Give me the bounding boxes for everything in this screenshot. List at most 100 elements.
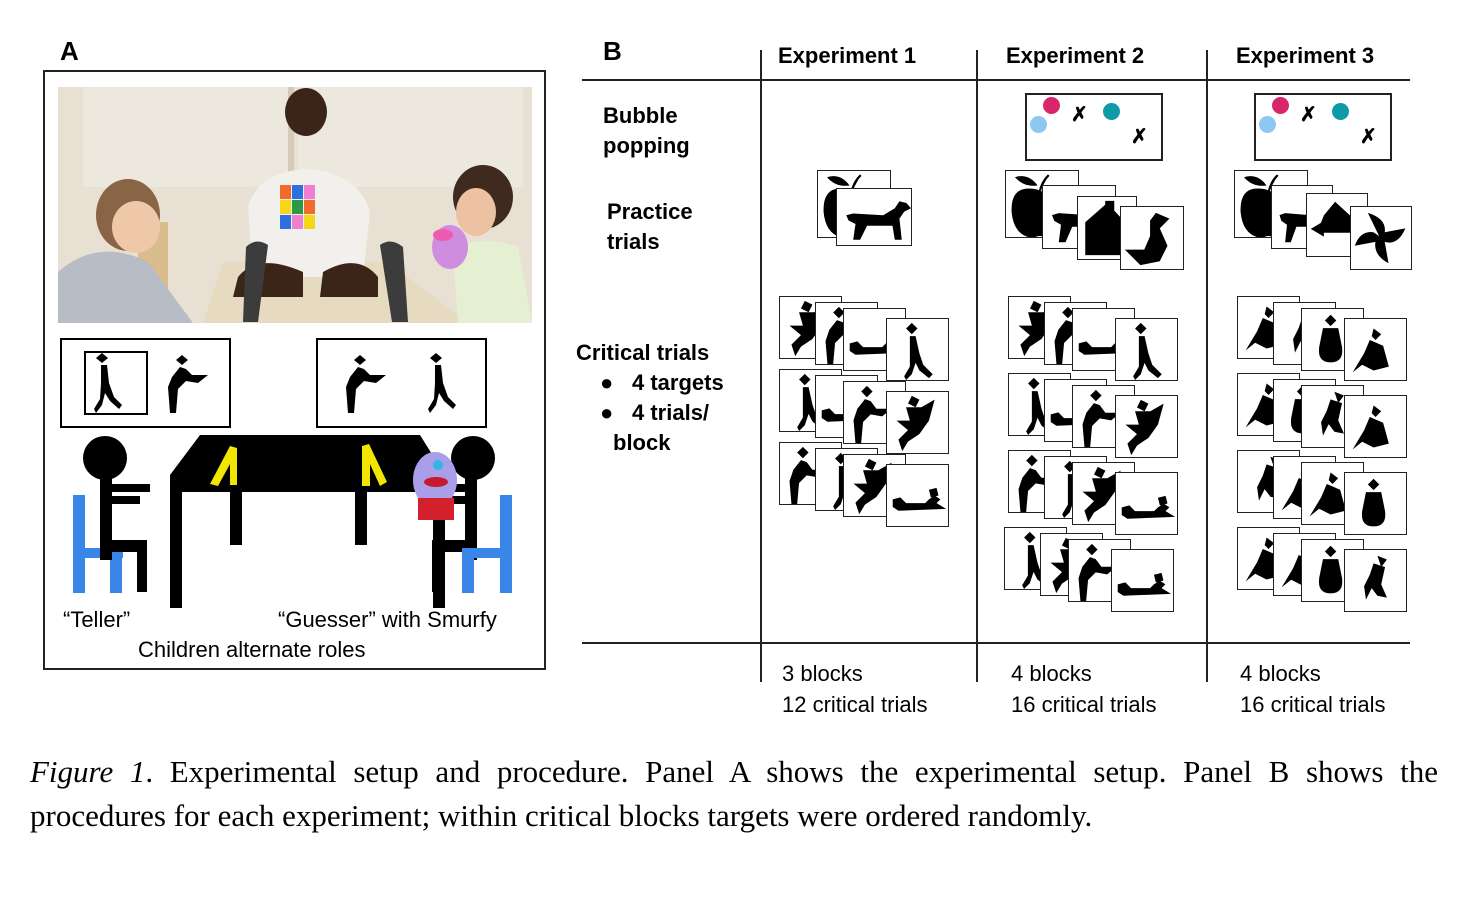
row-label-line: Bubble — [603, 103, 678, 128]
bullet-continuation: block — [613, 430, 671, 455]
column-divider-1 — [760, 50, 762, 682]
right-chair-icon — [462, 495, 512, 593]
leaper-icon — [1082, 466, 1121, 523]
exp3-footer: 4 blocks 16 critical trials — [1240, 658, 1385, 720]
dancer-icon — [1364, 555, 1387, 600]
panel-a-frame — [43, 70, 546, 670]
setup-photo — [58, 87, 532, 323]
practice-card-pinwheel — [1350, 206, 1412, 270]
setup-schematic — [73, 435, 512, 608]
critical-trial-card — [1344, 549, 1407, 612]
trial-count: 12 critical trials — [782, 692, 928, 717]
popped-x-icon: ✗ — [1071, 104, 1088, 126]
leaper-icon — [896, 395, 935, 452]
figure-label: Figure 1 — [30, 754, 146, 789]
bubble-pink-icon — [1043, 97, 1060, 114]
arrow-shape-icon — [1310, 201, 1354, 237]
critical-trial-card — [886, 318, 949, 381]
critical-trial-card — [1111, 549, 1174, 612]
target-highlight-frame — [84, 351, 148, 415]
critical-trial-card — [886, 391, 949, 454]
teller-label: “Teller” — [63, 607, 131, 632]
lying-icon — [1121, 495, 1176, 519]
popped-x-icon: ✗ — [1360, 126, 1377, 148]
popped-x-icon: ✗ — [1131, 126, 1148, 148]
exp1-footer: 3 blocks 12 critical trials — [782, 658, 927, 720]
popped-x-icon: ✗ — [1300, 104, 1317, 126]
lying-icon — [892, 487, 947, 511]
house-icon — [1085, 200, 1126, 256]
trial-count: 16 critical trials — [1011, 692, 1157, 717]
block-count: 4 blocks — [1240, 661, 1321, 686]
column-divider-2 — [976, 50, 978, 682]
bell-icon — [1318, 314, 1343, 363]
row-label-practice-trials: Practice trials — [607, 197, 693, 257]
bubble-popping-screen-exp3: ✗ ✗ — [1254, 93, 1392, 161]
critical-trial-card — [1115, 318, 1178, 381]
tablet-right-icon — [362, 444, 387, 486]
seated-icon — [1245, 537, 1282, 582]
row-label-line: popping — [603, 133, 690, 158]
guesser-screen — [316, 338, 487, 428]
server-icon — [853, 385, 892, 443]
leaper-icon — [853, 458, 892, 515]
figure-caption: Figure 1. Experimental setup and procedu… — [30, 750, 1438, 838]
seated-icon — [1352, 328, 1389, 373]
server-icon — [1078, 543, 1117, 601]
critical-trial-card — [1115, 472, 1178, 535]
bell-icon — [1361, 478, 1386, 527]
table-icon — [170, 435, 445, 608]
guesser-label: “Guesser” with Smurfy — [278, 607, 497, 632]
teller-figure-icon — [83, 436, 150, 592]
bubble-light-blue-icon — [1030, 116, 1047, 133]
bullet-icon: ● — [600, 400, 614, 425]
exp2-title: Experiment 2 — [1006, 43, 1145, 68]
seated-icon — [1352, 405, 1389, 450]
trial-count: 16 critical trials — [1240, 692, 1386, 717]
critical-trial-card — [1115, 395, 1178, 458]
left-chair-icon — [73, 495, 123, 593]
row-label-line: Practice — [607, 199, 693, 224]
tangram-server-icon — [168, 355, 208, 413]
bell-icon — [1318, 545, 1343, 594]
leaper-icon — [1125, 399, 1164, 456]
block-count: 3 blocks — [782, 661, 863, 686]
bubble-pink-icon — [1272, 97, 1289, 114]
footer-rule — [582, 642, 1410, 644]
header-rule — [582, 79, 1410, 81]
row-label-line: trials — [607, 229, 660, 254]
column-divider-3 — [1206, 50, 1208, 682]
pinwheel-icon — [1354, 212, 1406, 264]
panel-b-letter: B — [603, 36, 622, 66]
bullet-item: ●4 targets — [576, 368, 724, 398]
server-icon — [1082, 389, 1121, 447]
bubble-light-blue-icon — [1259, 116, 1276, 133]
block-count: 4 blocks — [1011, 661, 1092, 686]
lying-icon — [1117, 572, 1172, 596]
caption-text: . Experimental setup and procedure. Pane… — [30, 754, 1438, 833]
row-label-critical-trials: Critical trials ●4 targets ●4 trials/ bl… — [576, 338, 724, 458]
walker-icon — [1133, 322, 1162, 380]
critical-trial-card — [1344, 395, 1407, 458]
tangram-walker-icon — [94, 353, 122, 413]
tangram-walker-icon — [428, 353, 456, 413]
critical-trial-card — [1344, 472, 1407, 535]
exp3-title: Experiment 3 — [1236, 43, 1375, 68]
seated-icon — [1245, 306, 1282, 351]
exp1-title: Experiment 1 — [778, 43, 917, 68]
critical-trial-card — [886, 464, 949, 527]
tangram-server-icon — [346, 355, 386, 413]
exp2-footer: 4 blocks 16 critical trials — [1011, 658, 1156, 720]
panel-a-letter: A — [60, 36, 79, 66]
swan-icon — [1124, 212, 1170, 266]
smurfy-puppet-icon — [413, 452, 457, 520]
bubble-teal-icon — [1332, 103, 1349, 120]
teller-screen — [60, 338, 231, 428]
tablet-left-icon — [210, 446, 237, 486]
row-label-bubble-popping: Bubble popping — [603, 101, 690, 161]
bullet-item: ●4 trials/ — [576, 398, 724, 428]
bullet-icon: ● — [600, 370, 614, 395]
bubble-popping-screen-exp2: ✗ ✗ — [1025, 93, 1163, 161]
seated-icon — [1309, 472, 1346, 517]
dancer-icon — [1321, 391, 1344, 436]
